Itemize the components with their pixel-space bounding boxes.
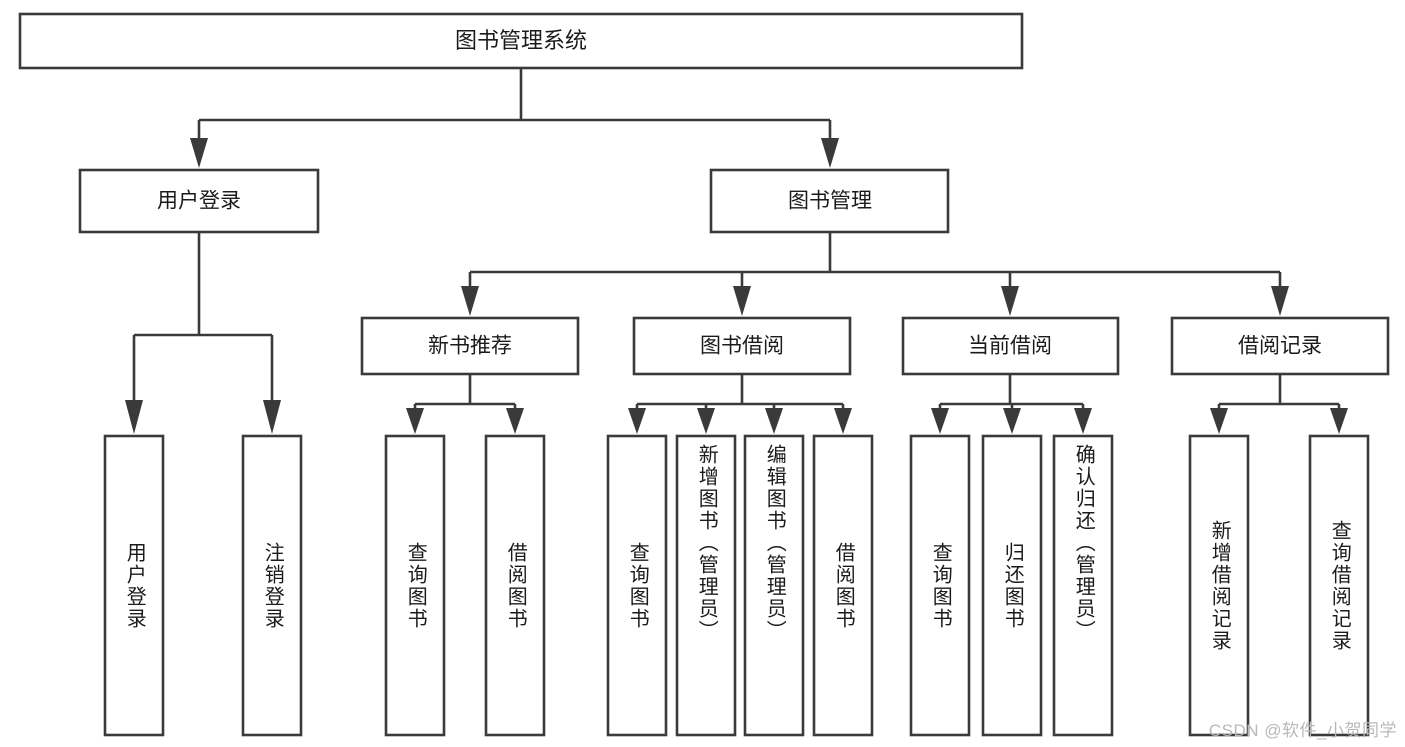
node-current-borrow[interactable]: 当前借阅 <box>901 316 1120 376</box>
node-user-login-label: 用户登录 <box>157 190 241 213</box>
leaf-box-query-book-borrow[interactable] <box>606 434 668 737</box>
arrow-head-icon <box>628 408 646 434</box>
arrow-head-icon <box>1074 408 1092 434</box>
leaf-box-borrow-book-newbook[interactable] <box>484 434 546 737</box>
connector-group-book-mgmt-to-level3 <box>461 232 1289 316</box>
leaf-box-confirm-return-admin[interactable] <box>1052 434 1114 737</box>
node-user-login-box[interactable] <box>78 168 320 234</box>
node-root-system[interactable]: 图书管理系统 <box>18 12 1024 70</box>
leaf-box-group <box>103 434 1370 737</box>
leaf-box-logout[interactable] <box>241 434 303 737</box>
leaf-box-query-book-newbook[interactable] <box>384 434 446 737</box>
leaf-box-edit-book-admin[interactable] <box>743 434 805 737</box>
connector-group-root-to-level2 <box>190 68 839 168</box>
arrow-head-icon <box>733 286 751 316</box>
arrow-head-icon <box>190 138 208 168</box>
node-book-management-label: 图书管理 <box>788 190 872 213</box>
node-new-book-recommend-label: 新书推荐 <box>428 335 512 358</box>
arrow-head-icon <box>263 400 281 434</box>
connector-group-current-borrow-to-leaves <box>931 374 1092 434</box>
connector-group-borrow-record-to-leaves <box>1210 374 1348 434</box>
arrow-head-icon <box>765 408 783 434</box>
arrow-head-icon <box>834 408 852 434</box>
connector-group-borrow-to-leaves <box>628 374 852 434</box>
arrow-head-icon <box>406 408 424 434</box>
node-borrow-record-box[interactable] <box>1170 316 1390 376</box>
watermark-text: CSDN @软件_小贺同学 <box>1208 721 1397 740</box>
arrow-head-icon <box>1271 286 1289 316</box>
node-borrow-record-label: 借阅记录 <box>1238 335 1322 358</box>
arrow-head-icon <box>821 138 839 168</box>
node-book-management[interactable]: 图书管理 <box>709 168 950 234</box>
node-book-borrow-label: 图书借阅 <box>700 335 784 358</box>
leaf-box-query-book-current[interactable] <box>909 434 971 737</box>
connector-group-user-login-to-leaves <box>125 232 281 434</box>
arrow-head-icon <box>697 408 715 434</box>
node-root-box[interactable] <box>18 12 1024 70</box>
leaf-box-borrow-book[interactable] <box>812 434 874 737</box>
arrow-head-icon <box>125 400 143 434</box>
node-user-login[interactable]: 用户登录 <box>78 168 320 234</box>
leaf-box-user-login[interactable] <box>103 434 165 737</box>
leaf-box-add-borrow-record[interactable] <box>1188 434 1250 737</box>
node-current-borrow-box[interactable] <box>901 316 1120 376</box>
arrow-head-icon <box>1330 408 1348 434</box>
arrow-head-icon <box>461 286 479 316</box>
node-current-borrow-label: 当前借阅 <box>968 335 1052 358</box>
arrow-head-icon <box>931 408 949 434</box>
arrow-head-icon <box>1001 286 1019 316</box>
leaf-box-add-book-admin[interactable] <box>675 434 737 737</box>
connector-group-new-book-to-leaves <box>406 374 524 434</box>
leaf-box-query-borrow-record[interactable] <box>1308 434 1370 737</box>
arrow-head-icon <box>1210 408 1228 434</box>
arrow-head-icon <box>506 408 524 434</box>
node-borrow-record[interactable]: 借阅记录 <box>1170 316 1390 376</box>
arrow-head-icon <box>1003 408 1021 434</box>
node-book-borrow-box[interactable] <box>632 316 852 376</box>
leaf-box-return-book[interactable] <box>981 434 1043 737</box>
node-book-borrow[interactable]: 图书借阅 <box>632 316 852 376</box>
node-root-label: 图书管理系统 <box>455 28 587 53</box>
node-book-management-box[interactable] <box>709 168 950 234</box>
node-new-book-recommend[interactable]: 新书推荐 <box>360 316 580 376</box>
node-new-book-recommend-box[interactable] <box>360 316 580 376</box>
